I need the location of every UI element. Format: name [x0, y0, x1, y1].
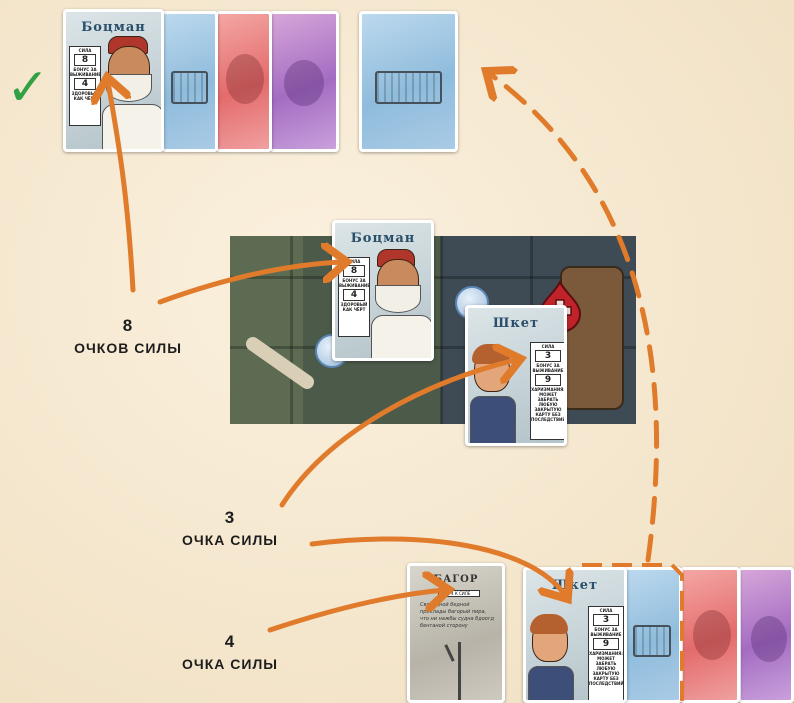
card-title: Боцман	[350, 231, 416, 246]
loot-card-blue[interactable]	[161, 11, 218, 152]
stat-panel: СИЛА 3 БОНУС ЗА ВЫЖИВАНИЕ 9 ХАРИЗМАНИЯ: …	[530, 342, 566, 440]
gaff-card[interactable]: БАГОР +4 К СИЛЕ Свободной бедной приклад…	[407, 563, 505, 703]
eight-points-number: 8	[122, 316, 134, 335]
four-points-number: 4	[224, 632, 236, 651]
bonus-label: БОНУС ЗА ВЫЖИВАНИЕ	[339, 278, 371, 288]
bonus-label: БОНУС ЗА ВЫЖИВАНИЕ	[590, 627, 622, 637]
loot-card-red[interactable]	[215, 11, 272, 152]
bonus-value: 9	[593, 638, 619, 650]
shirt	[528, 666, 574, 700]
ability-text: ХАРИЗМАНИЯ: МОЖЕТ ЗАБРАТЬ ЛЮБУЮ ЗАКРЫТУЮ…	[589, 651, 624, 686]
bonus-value: 4	[343, 289, 365, 301]
bonus-value: 9	[535, 374, 561, 386]
bonus-value: 4	[74, 78, 96, 90]
chest-illustration	[375, 70, 442, 105]
stat-panel: СИЛА 8 БОНУС ЗА ВЫЖИВАНИЕ 4 ЗДОРОВЫЙ КАК…	[338, 257, 370, 337]
card-title: Боцман	[81, 20, 146, 35]
loot-illustration	[284, 60, 324, 106]
power-label: СИЛА	[78, 48, 92, 53]
power-value: 3	[535, 350, 561, 362]
beard	[375, 285, 421, 313]
boy-hair	[472, 344, 510, 364]
card-title: Шкет	[551, 578, 599, 593]
loot-card-red[interactable]	[680, 567, 740, 703]
stat-panel: СИЛА 3 БОНУС ЗА ВЫЖИВАНИЕ 9 ХАРИЗМАНИЯ: …	[588, 606, 624, 700]
cabin-boy-card-middle[interactable]: Шкет СИЛА 3 БОНУС ЗА ВЫЖИВАНИЕ 9 ХАРИЗМА…	[465, 305, 567, 446]
power-label: СИЛА	[599, 608, 613, 613]
gaff-subtitle: +4 К СИЛЕ	[438, 590, 480, 597]
oar-illustration	[243, 334, 317, 392]
four-points-text: ОЧКА СИЛЫ	[182, 656, 278, 672]
loot-illustration	[226, 54, 264, 104]
power-label: СИЛА	[347, 259, 361, 264]
power-value: 3	[593, 614, 619, 626]
bonus-label: БОНУС ЗА ВЫЖИВАНИЕ	[70, 67, 102, 77]
power-label: СИЛА	[541, 344, 555, 349]
three-points-number: 3	[224, 508, 236, 527]
four-points-label: 4 ОЧКА СИЛЫ	[150, 632, 310, 672]
gaff-title: БАГОР	[433, 574, 479, 585]
loot-illustration	[751, 616, 787, 662]
stat-panel: СИЛА 8 БОНУС ЗА ВЫЖИВАНИЕ 4 ЗДОРОВЫЙ КАК…	[69, 46, 101, 126]
boatswain-card-middle[interactable]: Боцман СИЛА 8 БОНУС ЗА ВЫЖИВАНИЕ 4 ЗДОРО…	[332, 220, 434, 361]
chest-illustration	[632, 624, 672, 658]
shirt	[371, 315, 431, 358]
chest-illustration	[171, 70, 208, 105]
ability-text: ХАРИЗМАНИЯ: МОЖЕТ ЗАБРАТЬ ЛЮБУЮ ЗАКРЫТУЮ…	[531, 387, 566, 422]
gaff-text: Свободной бедной приклады багорый пира, …	[420, 602, 494, 629]
three-points-text: ОЧКА СИЛЫ	[182, 532, 278, 548]
power-value: 8	[343, 265, 365, 277]
plank	[290, 236, 293, 424]
loot-illustration	[693, 610, 731, 660]
hook-illustration	[458, 642, 461, 700]
boatswain-card-top[interactable]: Боцман СИЛА 8 БОНУС ЗА ВЫЖИВАНИЕ 4 ЗДОРО…	[63, 9, 164, 152]
shirt	[102, 104, 161, 149]
three-points-label: 3 ОЧКА СИЛЫ	[150, 508, 310, 548]
beard	[106, 74, 152, 102]
loot-card-purple[interactable]	[738, 567, 794, 703]
check-mark-icon: ✓	[6, 58, 50, 118]
loot-card-purple[interactable]	[269, 11, 339, 152]
loot-card-blue[interactable]	[622, 567, 682, 703]
shirt	[470, 396, 516, 443]
boy-hair	[530, 614, 568, 634]
trait-text: ЗДОРОВЫЙ КАК ЧЁРТ	[340, 302, 368, 312]
eight-points-label: 8 ОЧКОВ СИЛЫ	[48, 316, 208, 356]
bonus-label: БОНУС ЗА ВЫЖИВАНИЕ	[532, 363, 564, 373]
eight-points-text: ОЧКОВ СИЛЫ	[74, 340, 182, 356]
hook-illustration	[444, 644, 455, 662]
trait-text: ЗДОРОВЫЙ КАК ЧЁРТ	[71, 91, 99, 101]
power-value: 8	[74, 54, 96, 66]
card-title: Шкет	[492, 316, 540, 331]
plank	[440, 236, 443, 424]
cabin-boy-card-bottom[interactable]: Шкет СИЛА 3 БОНУС ЗА ВЫЖИВАНИЕ 9 ХАРИЗМА…	[523, 567, 627, 703]
loot-card-blue-single[interactable]	[359, 11, 458, 152]
